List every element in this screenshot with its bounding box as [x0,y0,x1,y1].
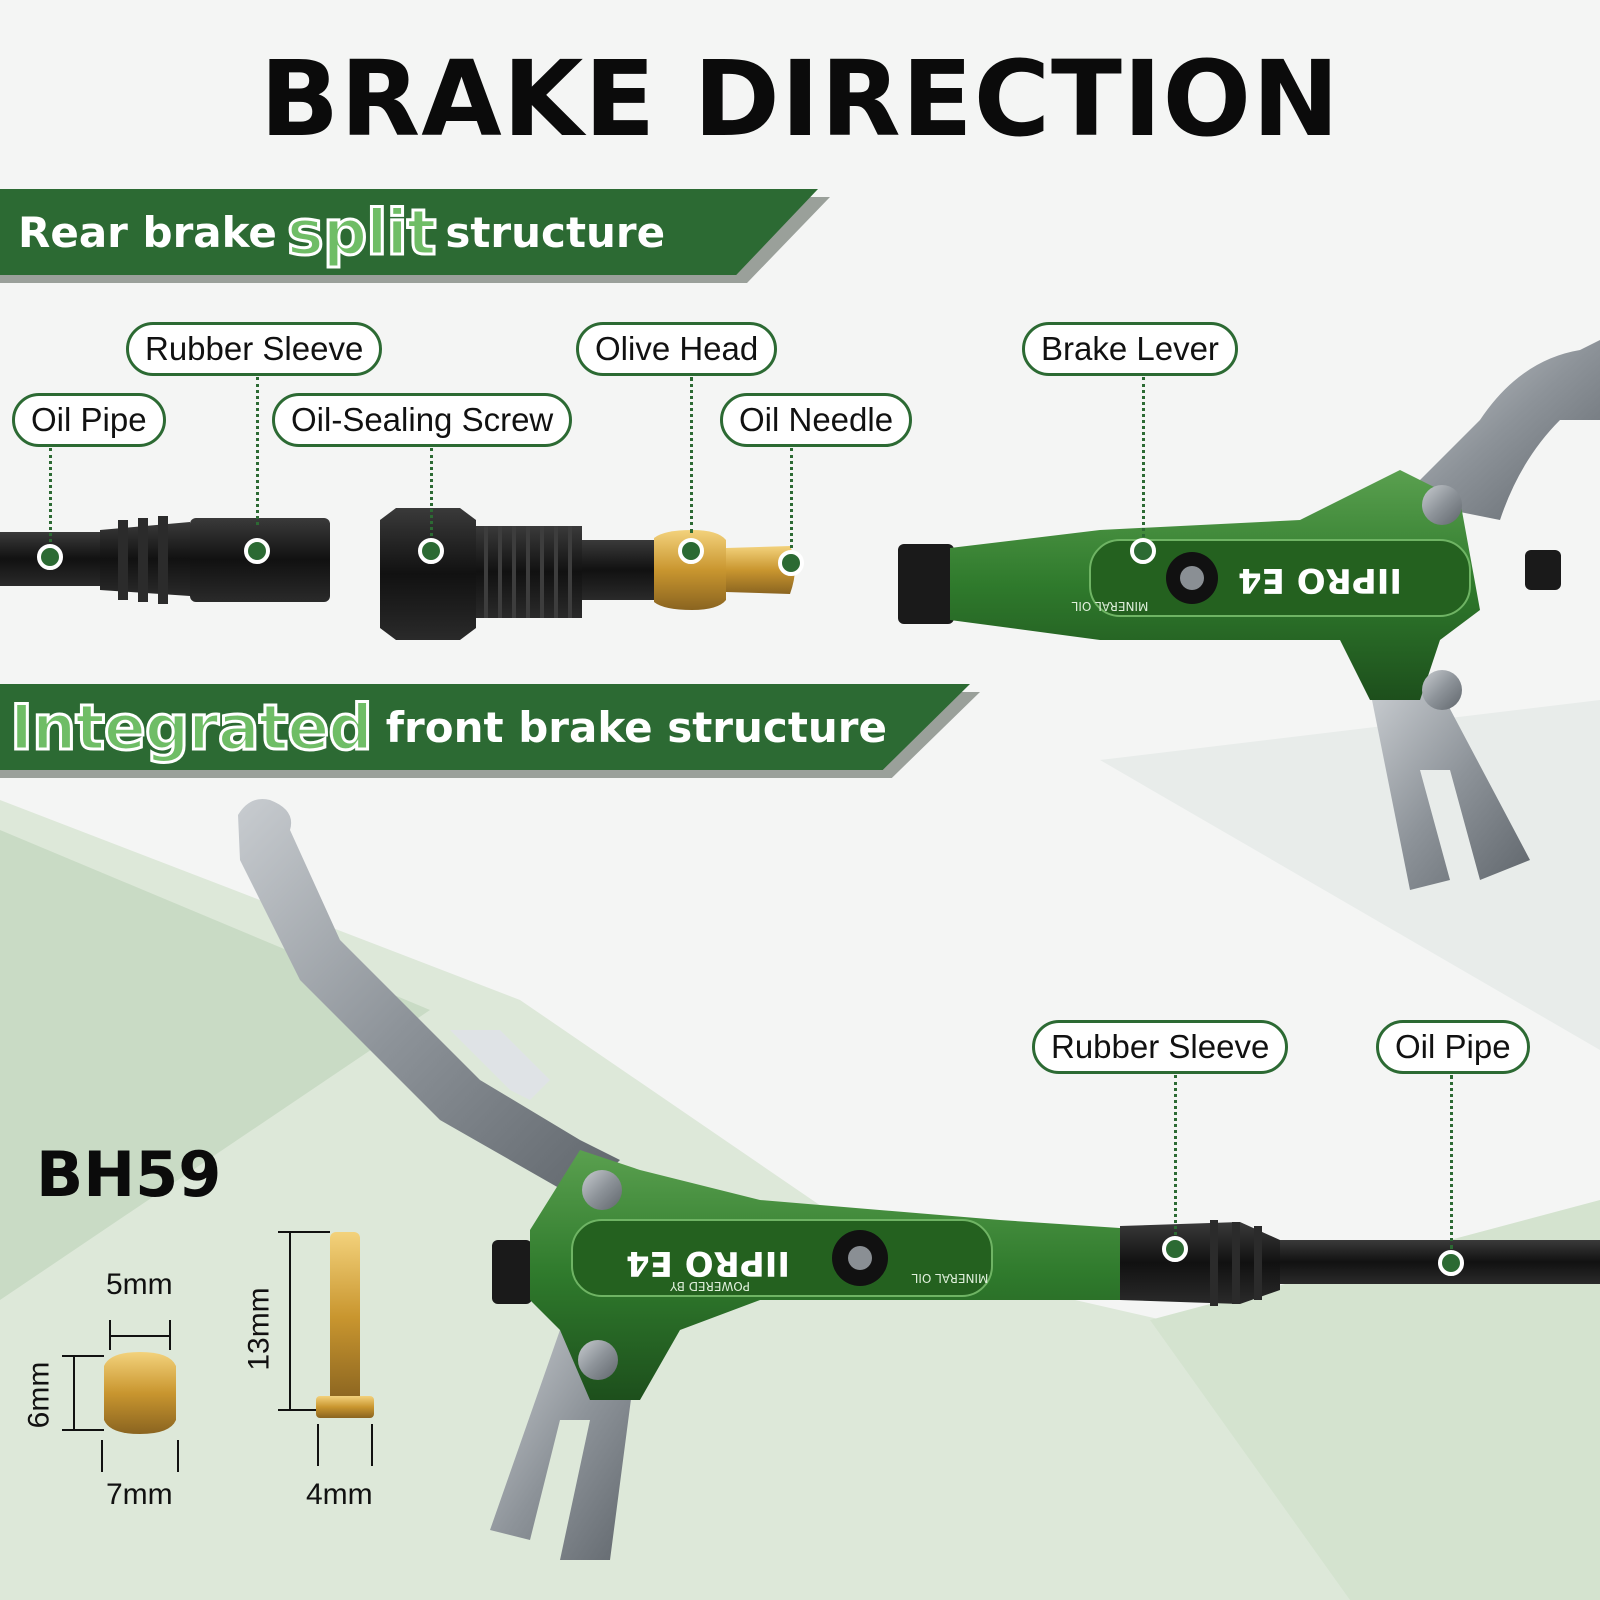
front-banner-text: front brake structure [385,702,887,752]
rear-lever-brand-print: IIPRO E4 [1238,560,1402,600]
front-banner-highlight: Integrated [9,689,375,765]
leader-oil-sealing-screw [430,448,433,536]
page-title: BRAKE DIRECTION [259,38,1341,160]
label-olive-head: Olive Head [576,322,778,376]
dot-brake-lever [1130,538,1156,564]
oil-sealing-screw-shape [380,508,654,640]
dot-oil-pipe-top [37,544,63,570]
dot-rubber-sleeve-bottom [1162,1236,1188,1262]
rear-banner-text-end: structure [445,207,666,257]
dot-oil-pipe-bottom [1438,1250,1464,1276]
dim-olive-top: 5mm [106,1268,173,1301]
label-oil-pipe-bottom: Oil Pipe [1376,1020,1530,1074]
leader-oil-needle [790,448,793,548]
rear-banner-highlight: split [285,194,437,270]
olive-detail [62,1320,179,1472]
label-oil-sealing-screw: Oil-Sealing Screw [272,393,573,447]
rear-banner: Rear brake split structure [0,189,818,275]
front-lever-powered-print: POWERED BY [669,1279,750,1293]
dot-rubber-sleeve-top [244,538,270,564]
leader-rubber-sleeve-bottom [1174,1075,1177,1235]
dim-needle-side: 13mm [242,1287,276,1371]
leader-olive-head [690,377,693,533]
dot-oil-needle [778,550,804,576]
rubber-sleeve-top-shape [100,516,330,604]
model-name: BH59 [36,1138,222,1211]
rear-banner-text-start: Rear brake [18,207,277,257]
label-rubber-sleeve-top: Rubber Sleeve [126,322,383,376]
leader-brake-lever [1142,377,1145,537]
label-oil-pipe-top: Oil Pipe [12,393,166,447]
oil-needle-shape [726,546,795,594]
front-banner: Integrated front brake structure [0,684,970,770]
rear-brake-lever: IIPRO E4 MINERAL OIL [898,340,1600,890]
dot-olive-head [678,538,704,564]
leader-rubber-sleeve-top [256,377,259,525]
front-lever-oil-print: MINERAL OIL [911,1271,988,1285]
dot-oil-sealing-screw [418,538,444,564]
needle-detail [278,1231,374,1466]
label-oil-needle: Oil Needle [720,393,913,447]
front-lever-brand-print: IIPRO E4 [626,1243,790,1283]
leader-oil-pipe-bottom [1450,1075,1453,1249]
olive-head-shape [654,530,726,610]
dim-olive-side: 6mm [22,1361,56,1429]
dim-needle-bottom: 4mm [306,1478,373,1511]
dim-olive-bottom: 7mm [106,1478,173,1511]
front-brake-lever: IIPRO E4 POWERED BY MINERAL OIL [238,799,1600,1560]
leader-oil-pipe-top [49,448,52,542]
rear-lever-oil-print: MINERAL OIL [1071,599,1148,613]
label-brake-lever: Brake Lever [1022,322,1238,376]
rear-hose-assembly [0,508,795,640]
label-rubber-sleeve-bottom: Rubber Sleeve [1032,1020,1289,1074]
